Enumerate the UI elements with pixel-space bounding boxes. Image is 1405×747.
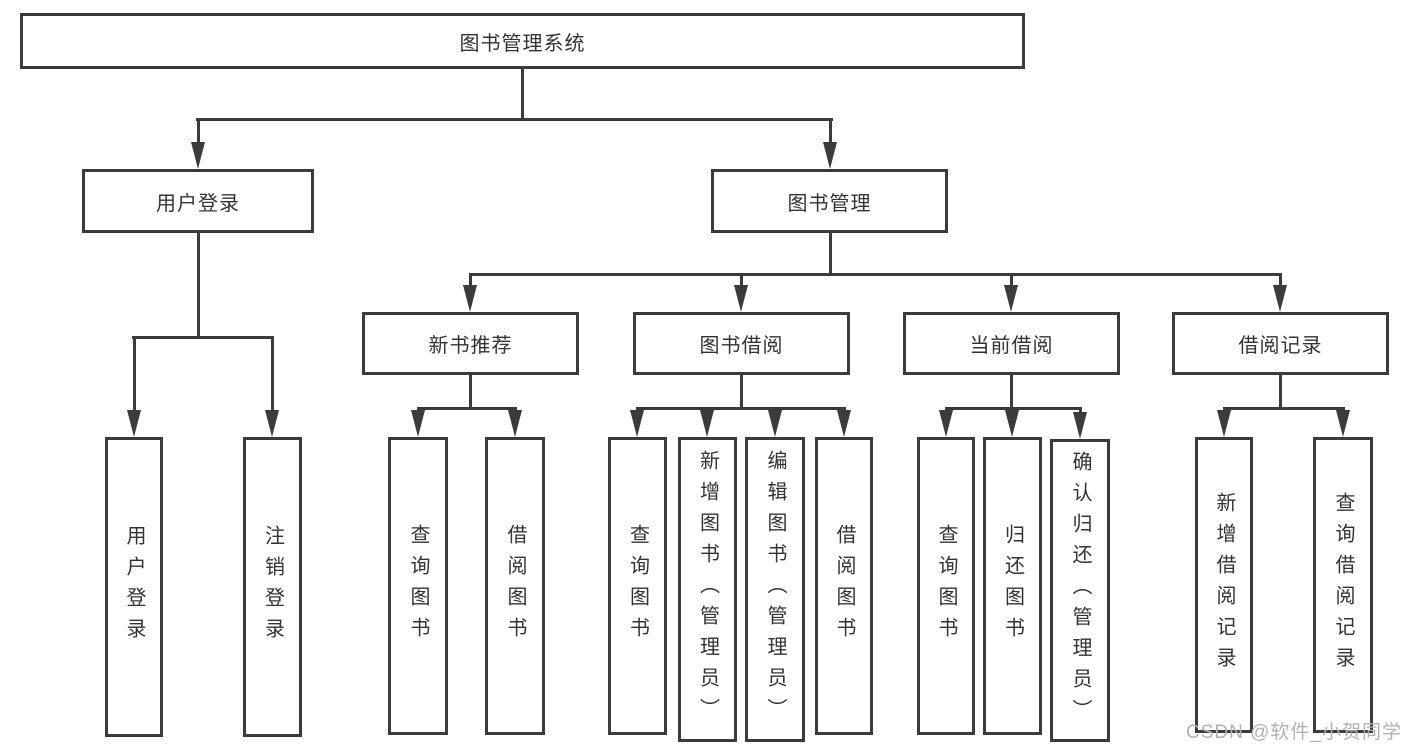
leaf-confirm-return-admin: 确认归还（管理员） (1050, 439, 1110, 742)
node-current-borrowing: 当前借阅 (903, 312, 1120, 375)
leaf-label: 查询图书 (407, 524, 429, 648)
connector-line (469, 273, 472, 290)
leaf-add-borrow-record: 新增借阅记录 (1195, 437, 1253, 733)
connector-line (829, 118, 832, 147)
leaf-return-books: 归还图书 (983, 437, 1042, 735)
arrowhead-icon (1073, 412, 1087, 439)
leaf-search-books-3: 查询图书 (917, 437, 975, 735)
leaf-label: 确认归还（管理员） (1069, 451, 1091, 730)
leaf-label: 查询借阅记录 (1332, 492, 1354, 678)
connector-line (521, 69, 524, 118)
connector-line (740, 375, 743, 407)
leaf-search-borrow-record: 查询借阅记录 (1313, 437, 1373, 733)
node-root-system: 图书管理系统 (20, 13, 1025, 69)
node-label: 借阅记录 (1238, 335, 1323, 357)
node-label: 新书推荐 (428, 335, 513, 357)
connector-line (197, 118, 200, 147)
node-label: 用户登录 (156, 192, 240, 215)
arrowhead-icon (265, 410, 279, 437)
node-new-book-recommend: 新书推荐 (362, 312, 579, 375)
leaf-label: 查询图书 (626, 524, 649, 648)
leaf-label: 用户登录 (123, 525, 145, 649)
leaf-label: 借阅图书 (504, 524, 526, 648)
leaf-user-login: 用户登录 (105, 437, 163, 737)
leaf-label: 新增图书（管理员） (696, 450, 719, 729)
leaf-label: 查询图书 (935, 524, 957, 648)
connector-line (196, 118, 833, 121)
arrowhead-icon (939, 410, 953, 437)
leaf-label: 新增借阅记录 (1213, 492, 1235, 678)
connector-line (132, 336, 274, 339)
connector-line (1223, 407, 1345, 410)
connector-line (1010, 375, 1013, 407)
connector-line (133, 336, 136, 415)
leaf-label: 归还图书 (1001, 524, 1024, 648)
leaf-logout: 注销登录 (243, 437, 302, 737)
leaf-label: 借阅图书 (833, 524, 855, 648)
arrowhead-icon (1336, 410, 1350, 437)
arrowhead-icon (734, 285, 748, 312)
node-label: 图书管理系统 (459, 32, 586, 55)
node-book-management: 图书管理 (711, 169, 948, 233)
arrowhead-icon (191, 142, 205, 169)
leaf-borrow-books-2: 借阅图书 (815, 437, 873, 735)
arrowhead-icon (700, 410, 714, 437)
connector-line (469, 375, 472, 407)
connector-line (740, 273, 743, 290)
connector-line (469, 273, 1282, 276)
leaf-search-books-2: 查询图书 (608, 437, 667, 735)
arrowhead-icon (1004, 285, 1018, 312)
arrowhead-icon (508, 410, 522, 437)
connector-line (829, 233, 832, 273)
node-user-login: 用户登录 (82, 169, 314, 233)
node-label: 图书借阅 (699, 335, 784, 357)
connector-line (197, 233, 200, 336)
arrowhead-icon (768, 410, 782, 437)
node-book-borrowing: 图书借阅 (633, 312, 850, 375)
connector-line (417, 407, 517, 410)
arrowhead-icon (411, 410, 425, 437)
node-borrowing-records: 借阅记录 (1172, 312, 1389, 375)
connector-line (1279, 375, 1282, 407)
node-label: 当前借阅 (969, 335, 1054, 357)
arrowhead-icon (1217, 410, 1231, 437)
connector-line (271, 336, 274, 415)
connector-line (1279, 273, 1282, 290)
connector-line (1010, 273, 1013, 290)
connector-line (636, 407, 846, 410)
csdn-watermark: CSDN @软件_小贺同学 (1186, 722, 1402, 743)
arrowhead-icon (1273, 285, 1287, 312)
arrowhead-icon (837, 410, 851, 437)
node-label: 图书管理 (787, 192, 872, 215)
leaf-borrow-books-1: 借阅图书 (485, 437, 545, 735)
leaf-label: 编辑图书（管理员） (764, 450, 786, 729)
arrowhead-icon (463, 285, 477, 312)
arrowhead-icon (1005, 410, 1019, 437)
arrowhead-icon (823, 142, 837, 169)
leaf-search-books-1: 查询图书 (388, 437, 448, 735)
leaf-label: 注销登录 (261, 525, 284, 649)
leaf-add-books-admin: 新增图书（管理员） (678, 437, 737, 742)
leaf-edit-books-admin: 编辑图书（管理员） (745, 437, 805, 742)
arrowhead-icon (127, 410, 141, 437)
arrowhead-icon (630, 410, 644, 437)
